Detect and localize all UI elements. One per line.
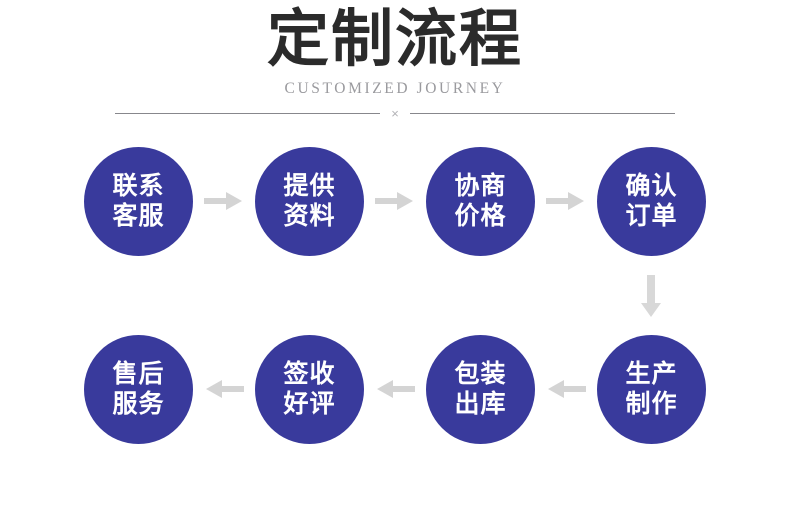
flow-node-sign-and-review[interactable]: 签收 好评 [255,334,364,444]
flow-node-label-line2: 制作 [625,389,678,418]
flow-node-packaging-shipping[interactable]: 包装 出库 [426,334,535,444]
flow-node-contact-service[interactable]: 联系 客服 [84,146,193,256]
flow-node-label-line2: 服务 [112,389,165,418]
header: 定制流程 CUSTOMIZED JOURNEY [0,0,790,98]
arrow-right-icon-2 [364,147,426,256]
arrow-down-icon [596,262,705,332]
flow-node-label-line1: 协商 [454,171,507,200]
flow-node-label-line1: 售后 [112,359,165,388]
flow-node-confirm-order[interactable]: 确认 订单 [597,146,706,256]
flow-node-negotiate-price[interactable]: 协商 价格 [426,146,535,256]
flow-node-provide-materials[interactable]: 提供 资料 [255,146,364,256]
flow-node-label-line1: 联系 [112,171,165,200]
page-subtitle: CUSTOMIZED JOURNEY [284,80,506,97]
divider-rule-left [115,112,381,114]
arrow-left-icon-2 [364,335,426,444]
flow-node-label-line2: 出库 [454,389,507,418]
flow-row-2: 售后 服务 签收 好评 包装 出库 生产 制作 [0,333,790,445]
flow-row-1: 联系 客服 提供 资料 协商 价格 确认 订单 [0,145,790,257]
divider-rule-right [409,112,675,114]
divider-x-icon: × [391,105,399,121]
divider: × [115,102,675,124]
page-title: 定制流程 [266,2,523,75]
flow-node-label-line1: 提供 [283,171,336,200]
arrow-left-icon-3 [535,335,597,444]
arrow-right-icon-3 [535,147,597,256]
flow-node-label-line2: 客服 [112,201,165,230]
arrow-left-icon-1 [193,335,255,444]
flow-node-label-line1: 确认 [625,171,678,200]
flow-node-after-sales-service[interactable]: 售后 服务 [84,334,193,444]
flow-node-label-line1: 包装 [454,359,507,388]
flow-node-label-line2: 价格 [454,201,507,230]
arrow-right-icon-1 [193,147,255,256]
flow-node-label-line1: 生产 [625,359,678,388]
flow-node-label-line1: 签收 [283,359,336,388]
flow-node-production[interactable]: 生产 制作 [597,334,706,444]
flow-node-label-line2: 好评 [283,389,336,418]
flow-node-label-line2: 订单 [625,201,678,230]
flow-node-label-line2: 资料 [283,201,336,230]
